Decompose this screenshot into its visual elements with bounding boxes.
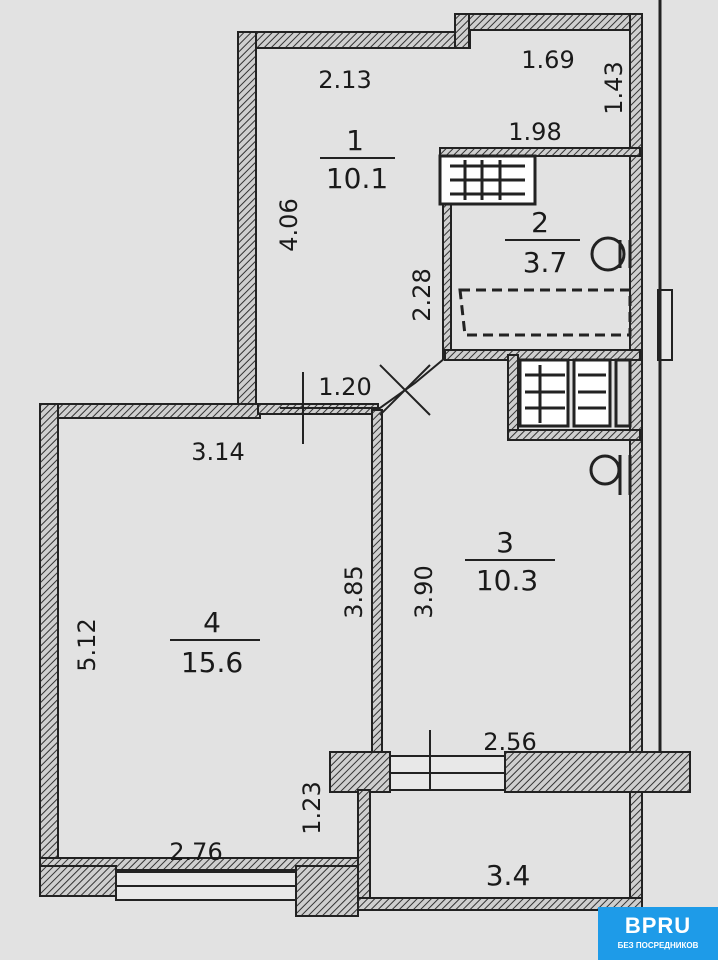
fixtures xyxy=(280,154,632,790)
dim-1-69: 1.69 xyxy=(521,46,574,74)
dim-1-43: 1.43 xyxy=(600,61,628,114)
room-2-number: 2 xyxy=(531,206,549,239)
dim-3-90: 3.90 xyxy=(410,565,438,618)
room-4-number: 4 xyxy=(203,606,221,639)
dim-2-28: 2.28 xyxy=(408,268,436,321)
dim-1-20: 1.20 xyxy=(318,373,371,401)
room-labels: 1 10.1 2 3.7 3 10.3 4 15.6 3.4 xyxy=(170,124,580,892)
dim-1-98: 1.98 xyxy=(508,118,561,146)
logo-brand: BPRU xyxy=(624,913,692,938)
room-3-number: 3 xyxy=(496,526,514,559)
dim-3-85: 3.85 xyxy=(340,565,368,618)
dim-2-13: 2.13 xyxy=(318,66,371,94)
balcony-area: 3.4 xyxy=(486,859,531,892)
logo-tagline: БЕЗ ПОСРЕДНИКОВ xyxy=(617,941,699,950)
windows xyxy=(115,0,673,901)
dim-3-14: 3.14 xyxy=(191,438,244,466)
bpru-logo: BPRU БЕЗ ПОСРЕДНИКОВ xyxy=(598,907,718,960)
dim-2-56: 2.56 xyxy=(483,728,536,756)
dimension-labels: 2.13 1.69 1.43 1.98 4.06 2.28 1.20 3.14 … xyxy=(73,46,628,866)
room-1-number: 1 xyxy=(346,124,364,157)
room-3-area: 10.3 xyxy=(476,564,538,597)
dim-5-12: 5.12 xyxy=(73,618,101,671)
room-2-area: 3.7 xyxy=(523,246,568,279)
room-1-area: 10.1 xyxy=(326,162,388,195)
dim-4-06: 4.06 xyxy=(275,198,303,251)
dim-2-76: 2.76 xyxy=(169,838,222,866)
walls xyxy=(39,13,691,917)
dim-1-23: 1.23 xyxy=(298,781,326,834)
room-4-area: 15.6 xyxy=(181,646,243,679)
